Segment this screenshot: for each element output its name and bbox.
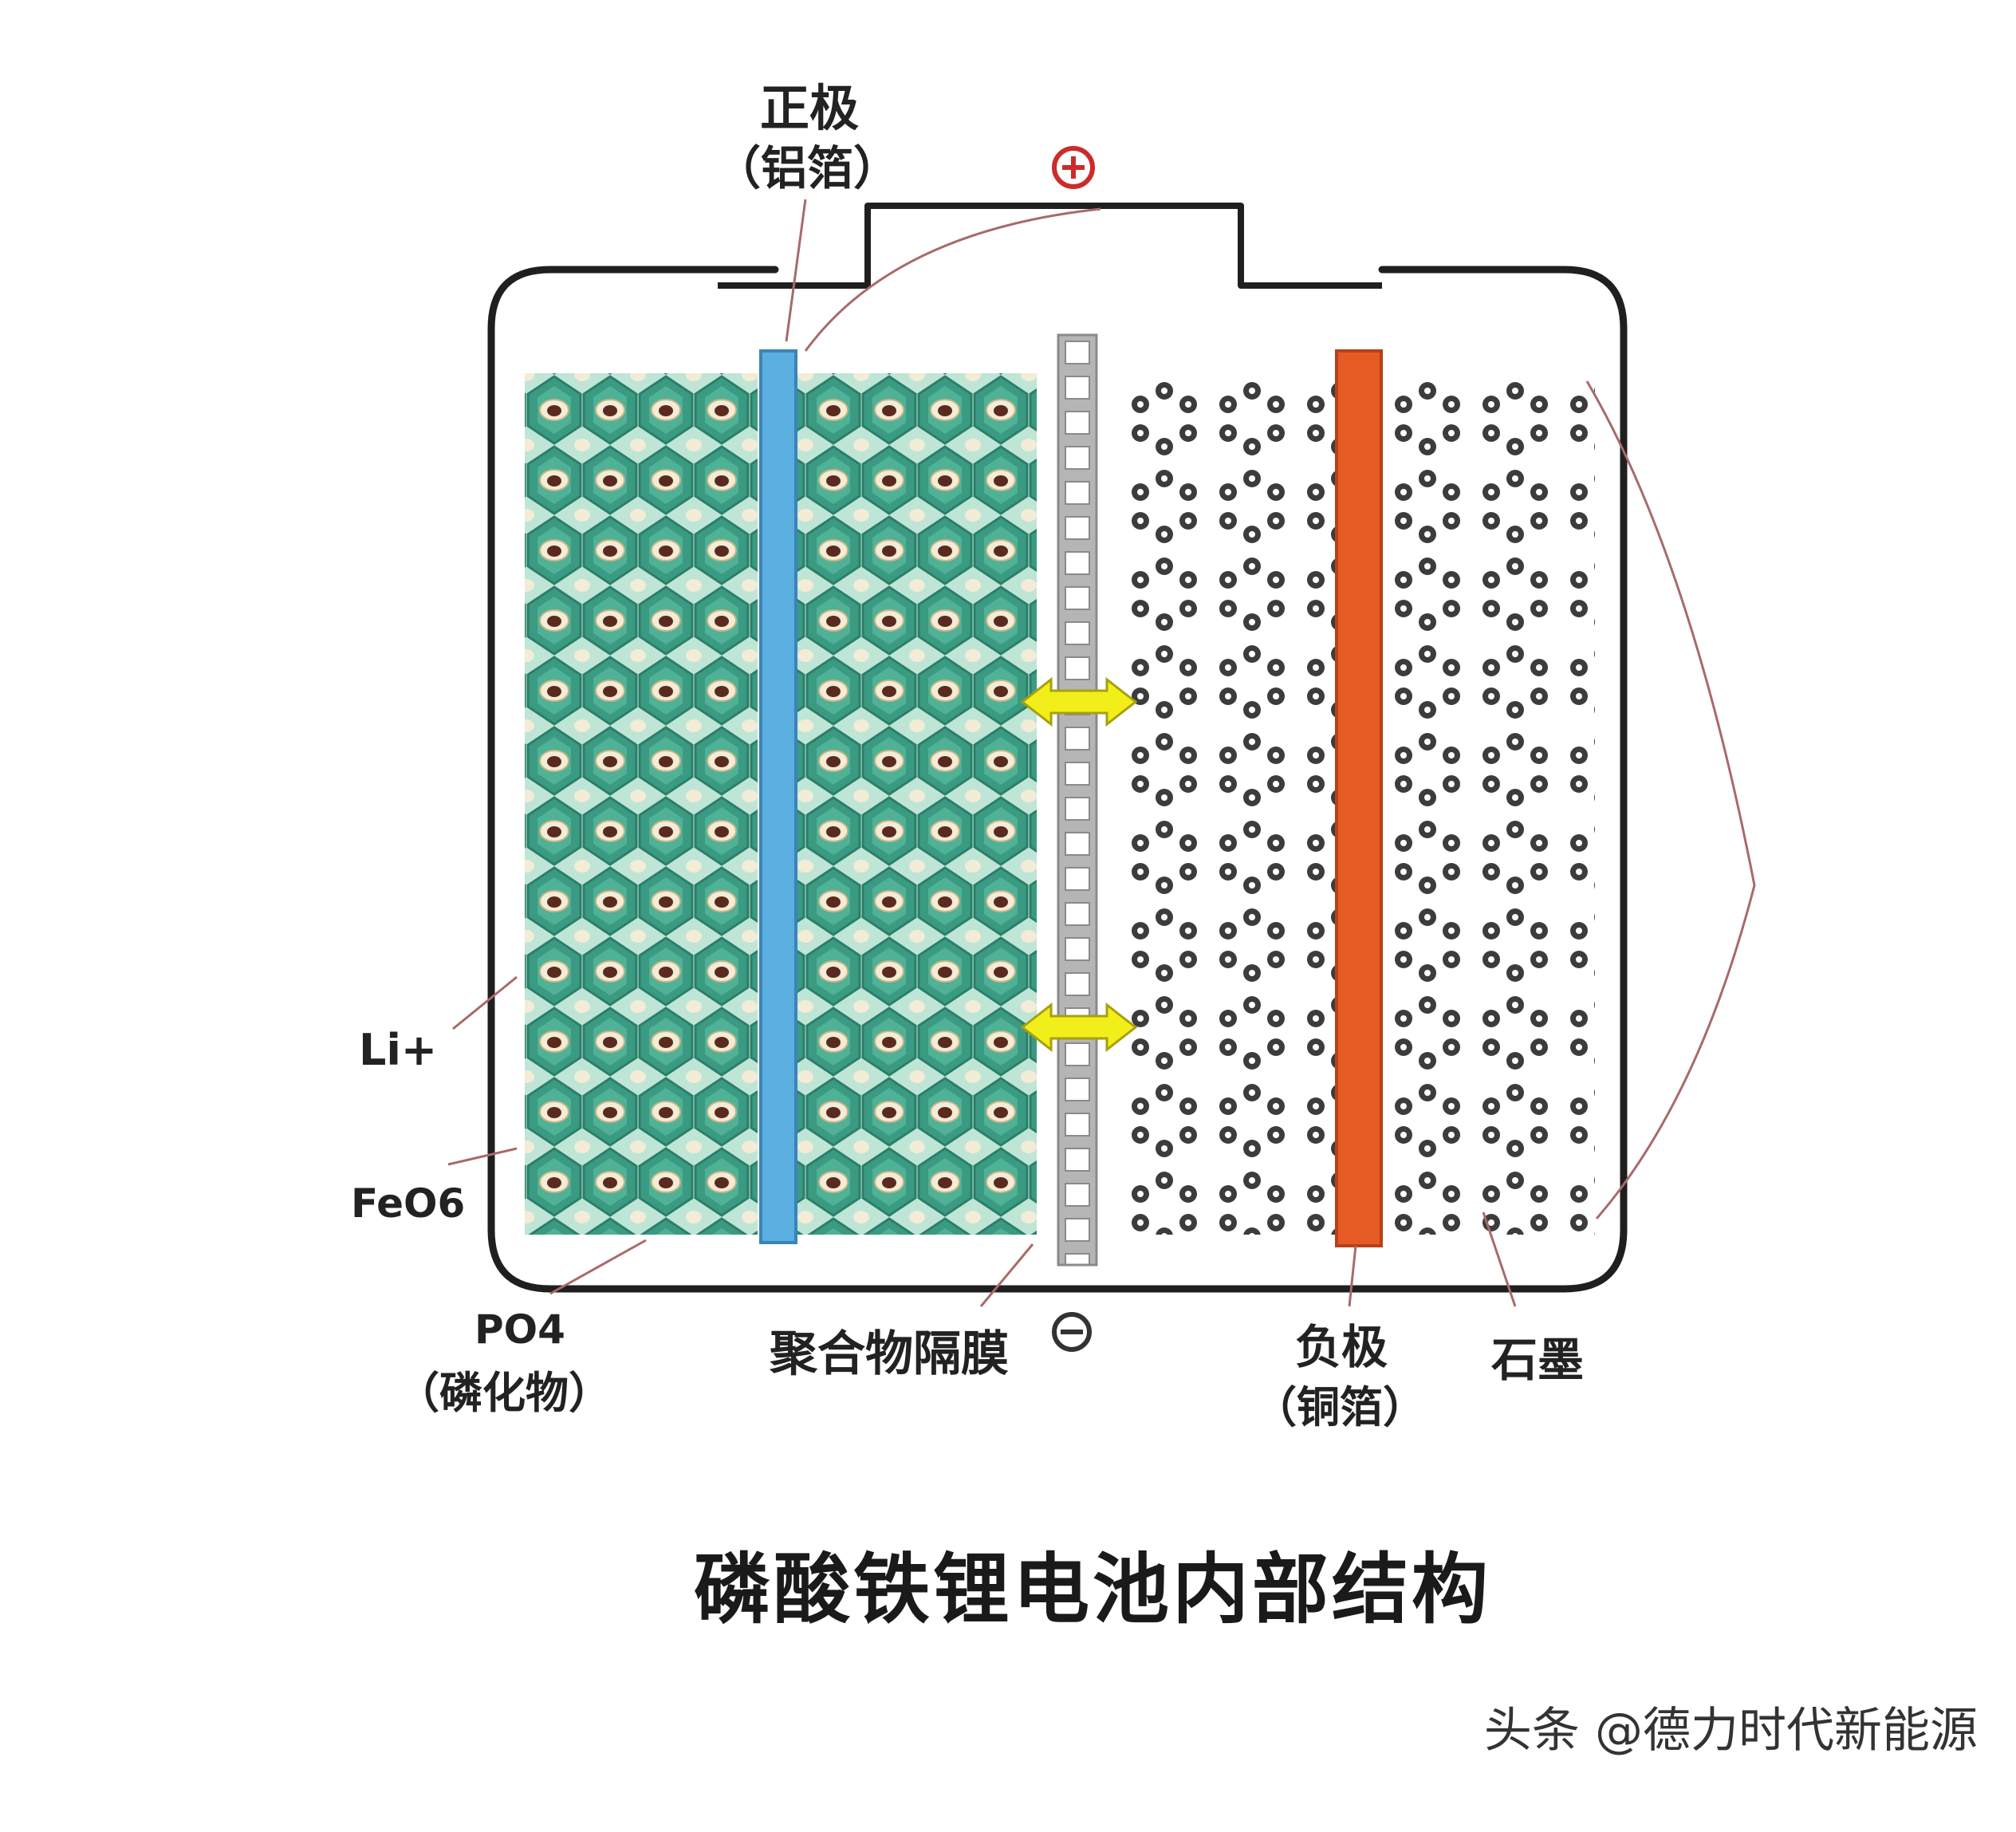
li-ion-label: Li+ [359, 1025, 438, 1075]
cathode-material-left [525, 373, 758, 1235]
leader-line-negative [1348, 1245, 1357, 1307]
minus-circle-icon [1052, 1312, 1092, 1352]
positive-terminal-cap [718, 203, 1382, 289]
po4-label: PO4 [474, 1306, 565, 1353]
graphite-anode-left [1120, 373, 1336, 1235]
aluminum-foil [759, 349, 797, 1244]
leader-line-feo6 [447, 1147, 518, 1166]
po4-desc-label: （磷化物） [396, 1368, 612, 1418]
diagram-title: 磷酸铁锂电池内部结构 [694, 1545, 1491, 1634]
positive-foil-label: （铝箔） [714, 141, 900, 195]
double-arrow-icon [1020, 1002, 1138, 1053]
copper-foil [1335, 349, 1383, 1247]
leader-line-positive [785, 199, 807, 342]
separator-label: 聚合物隔膜 [770, 1326, 1009, 1382]
negative-electrode-label: 负极 [1294, 1320, 1388, 1374]
leader-line-terminal [804, 207, 1101, 352]
polymer-separator [1057, 333, 1098, 1267]
battery-casing [487, 266, 1628, 1293]
feo6-label: FeO6 [351, 1180, 466, 1227]
leader-line-li [452, 975, 518, 1030]
leader-line-external [1585, 380, 1756, 1219]
double-arrow-icon [1020, 676, 1138, 727]
graphite-anode-right [1388, 373, 1595, 1235]
plus-circle-icon [1052, 146, 1095, 189]
leader-line-po4 [549, 1239, 647, 1295]
positive-electrode-label: 正极 [759, 79, 860, 137]
leader-line-separator [979, 1243, 1034, 1307]
watermark: 头条 @德力时代新能源 [1483, 1703, 1978, 1759]
graphite-label: 石墨 [1490, 1333, 1585, 1387]
cathode-material-right [797, 373, 1037, 1235]
leader-line-graphite [1482, 1211, 1517, 1307]
negative-foil-label: （铜箔） [1254, 1382, 1426, 1432]
